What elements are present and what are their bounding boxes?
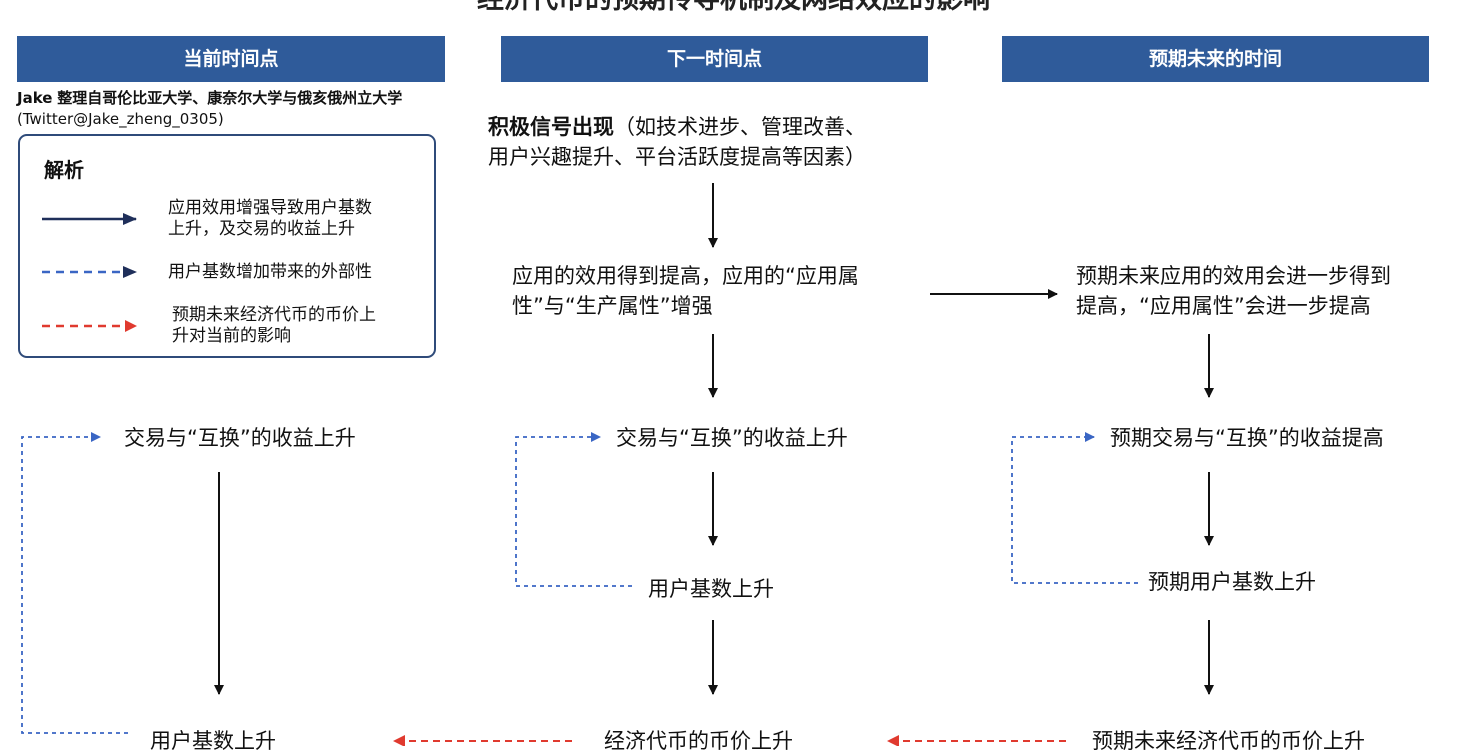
legend-box: 解析 应用效用增强导致用户基数 上升，及交易的收益上升 用户基数增加带来的外部性…	[18, 134, 436, 358]
column-header-current: 当前时间点	[17, 36, 445, 82]
node-future-utility-line1: 预期未来应用的效用会进一步得到	[1076, 264, 1391, 288]
node-future-utility-line2: 提高，“应用属性”会进一步提高	[1076, 294, 1371, 318]
node-positive-signal-line2: 用户兴趣提升、平台活跃度提高等因素）	[488, 145, 866, 169]
legend-item-blue-dashed: 用户基数增加带来的外部性	[168, 262, 372, 282]
loop-next-users-to-returns	[515, 432, 632, 587]
node-future-users: 预期用户基数上升	[1148, 570, 1316, 594]
legend-title: 解析	[44, 158, 84, 182]
node-utility-line2: 性”与“生产属性”增强	[512, 294, 713, 318]
diagram-title: 经济代币的预期传导机制及网络效应的影响	[0, 0, 1467, 17]
author-name: Jake	[17, 89, 53, 107]
author-line: Jake 整理自哥伦比亚大学、康奈尔大学与俄亥俄州立大学	[17, 88, 402, 108]
node-utility-line1: 应用的效用得到提高，应用的“应用属	[512, 264, 859, 288]
node-positive-signal: 积极信号出现（如技术进步、管理改善、	[488, 115, 866, 139]
author-handle: (Twitter@Jake_zheng_0305)	[17, 110, 224, 128]
node-now-returns: 交易与“互换”的收益上升	[124, 426, 356, 450]
node-next-users: 用户基数上升	[648, 577, 774, 601]
loop-now-users-to-returns	[21, 432, 128, 734]
legend-item-solid: 应用效用增强导致用户基数 上升，及交易的收益上升	[168, 198, 372, 239]
legend-item-red-dashed: 预期未来经济代币的币价上 升对当前的影响	[172, 305, 376, 346]
loop-future-users-to-returns	[1011, 432, 1138, 584]
node-future-returns: 预期交易与“互换”的收益提高	[1110, 426, 1384, 450]
author-affiliation: 整理自哥伦比亚大学、康奈尔大学与俄亥俄州立大学	[57, 89, 403, 107]
column-header-future: 预期未来的时间	[1002, 36, 1429, 82]
node-next-returns: 交易与“互换”的收益上升	[616, 426, 848, 450]
column-header-next: 下一时间点	[501, 36, 928, 82]
